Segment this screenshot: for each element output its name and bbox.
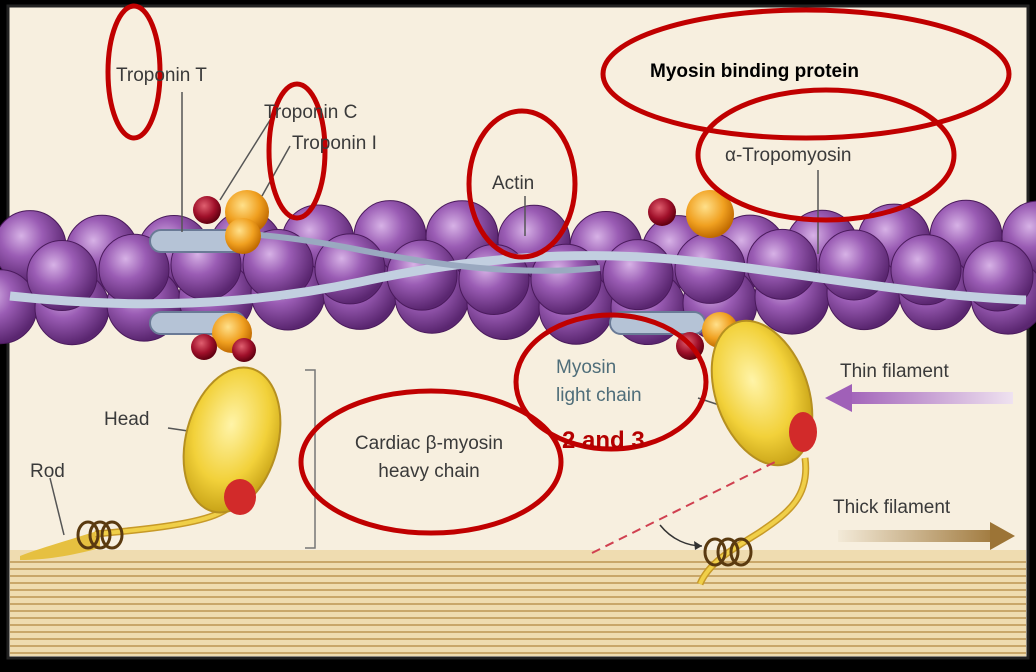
troponin-i-label: Troponin I bbox=[292, 134, 377, 153]
head-label: Head bbox=[104, 410, 149, 429]
heavy-chain-label-1: Cardiac β-myosin bbox=[318, 434, 540, 453]
actin-label: Actin bbox=[492, 174, 534, 193]
thick-filament-body bbox=[10, 550, 1026, 656]
myosin-light-chain-left bbox=[224, 479, 256, 515]
light-chain-numbers-label: 2 and 3 bbox=[562, 429, 645, 453]
troponin-c-label: Troponin C bbox=[264, 103, 357, 122]
thin-filament-label: Thin filament bbox=[840, 362, 949, 381]
tropomyosin-label: α-Tropomyosin bbox=[725, 146, 851, 165]
myosin-light-chain-label-2: light chain bbox=[556, 386, 642, 405]
rod-label: Rod bbox=[30, 462, 65, 481]
troponin-t-label: Troponin T bbox=[116, 66, 207, 85]
heavy-chain-label-2: heavy chain bbox=[318, 462, 540, 481]
actin-bead bbox=[747, 229, 817, 299]
actin-bead bbox=[603, 240, 673, 310]
myosin-binding-protein-label: Myosin binding protein bbox=[650, 62, 859, 81]
myosin-light-chain-label-1: Myosin bbox=[556, 358, 616, 377]
thick-filament-label: Thick filament bbox=[833, 498, 950, 517]
myosin-light-chain-right bbox=[789, 412, 817, 452]
